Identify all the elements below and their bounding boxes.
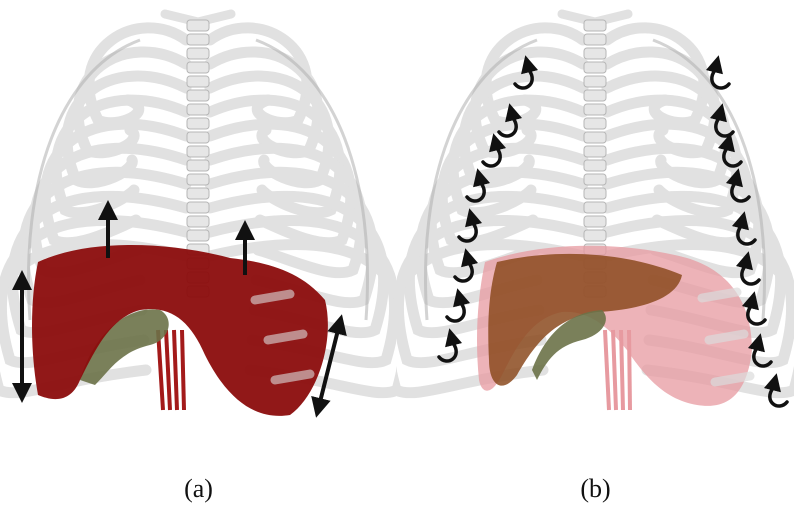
vertebra — [584, 20, 606, 31]
vertebra — [584, 146, 606, 157]
vertebra — [187, 230, 209, 241]
rib-overlay — [275, 374, 310, 380]
rib-overlay — [255, 294, 290, 300]
vertebra — [584, 48, 606, 59]
panel-b: (b) — [397, 0, 794, 527]
vertebra — [584, 202, 606, 213]
vertebra — [187, 76, 209, 87]
vertebra — [187, 132, 209, 143]
vertebra — [584, 34, 606, 45]
vertebra — [187, 118, 209, 129]
vertebra — [584, 216, 606, 227]
vertebra — [187, 202, 209, 213]
vertebra — [584, 188, 606, 199]
vessel — [613, 330, 616, 410]
vertebra — [187, 90, 209, 101]
vertebra — [584, 174, 606, 185]
vertebra — [584, 104, 606, 115]
vertebra — [584, 76, 606, 87]
rotation-arrow — [712, 62, 729, 88]
vertebra — [187, 174, 209, 185]
vertebra — [187, 104, 209, 115]
vertebra — [187, 20, 209, 31]
vertebra — [584, 118, 606, 129]
rib-overlay — [268, 334, 303, 340]
vertebra — [187, 188, 209, 199]
vertebra — [187, 216, 209, 227]
vessel — [605, 330, 609, 410]
vertebra — [584, 230, 606, 241]
vertebra — [187, 48, 209, 59]
ribcage-diaphragm-illustration-b — [397, 0, 794, 470]
diaphragm-contracted — [32, 245, 328, 416]
vertebra — [187, 160, 209, 171]
vertebra — [187, 34, 209, 45]
panel-b-caption: (b) — [397, 474, 794, 504]
rib-overlay — [702, 292, 737, 298]
rib-overlay — [715, 376, 750, 382]
panel-a-caption: (a) — [0, 474, 397, 504]
vertebra — [584, 90, 606, 101]
vessel — [182, 330, 184, 410]
panel-a: (a) — [0, 0, 397, 527]
vessel — [174, 330, 177, 410]
ribcage-diaphragm-illustration-a — [0, 0, 397, 470]
vertebra — [584, 62, 606, 73]
vertebra — [584, 132, 606, 143]
vertebra — [584, 160, 606, 171]
vessel — [166, 330, 170, 410]
vertebra — [187, 146, 209, 157]
vessel — [158, 330, 163, 410]
vertebra — [187, 62, 209, 73]
rib-overlay — [709, 334, 744, 340]
